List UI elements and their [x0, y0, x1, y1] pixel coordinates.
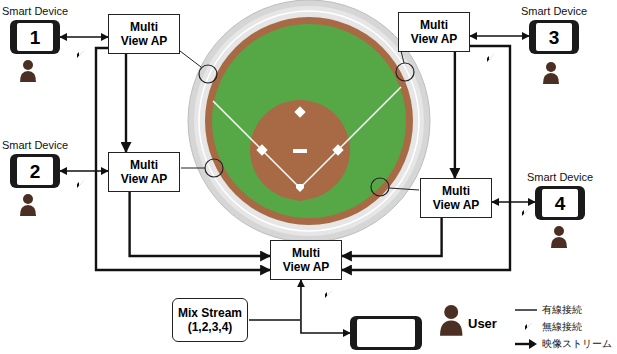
phone-body: 3: [529, 20, 579, 54]
link-arrow: [470, 35, 529, 36]
leader-line: [249, 319, 300, 320]
infield-dirt: [250, 100, 350, 200]
link-arrow: [60, 36, 108, 37]
access-point-box: Multi View AP: [420, 178, 492, 218]
phone-screen: 4: [542, 189, 578, 217]
leader-line: [389, 188, 419, 190]
stream-arrow: [342, 218, 442, 256]
wireless-symbol: [70, 48, 86, 61]
leader-line: [401, 51, 404, 63]
device-label: Smart Device: [519, 4, 589, 18]
link-arrow: [492, 201, 535, 202]
legend-text: 映像ストリーム: [542, 337, 612, 351]
device-label: Smart Device: [0, 4, 70, 18]
legend-item: 映像ストリーム: [514, 337, 612, 351]
leader-line: [180, 51, 201, 67]
ap-location: [371, 178, 389, 196]
device-number: 4: [555, 194, 566, 213]
wireless-symbol: [318, 288, 334, 301]
access-point-box: Multi View AP: [270, 240, 342, 280]
stream-label: Mix Stream (1,2,3,4): [176, 306, 244, 334]
ap-location: [396, 63, 414, 81]
pitcher-plate: [293, 149, 307, 153]
person-icon: [440, 305, 462, 336]
access-point-box: Multi View AP: [108, 14, 180, 54]
device-label: Smart Device: [525, 170, 595, 184]
access-point-box: Multi View AP: [108, 152, 180, 192]
person-icon: [551, 226, 567, 248]
legend-text: 有線接続: [542, 303, 582, 317]
legend-text: 無線接続: [542, 320, 582, 334]
stadium-outer: [188, 0, 430, 242]
link-arrow: [301, 280, 350, 333]
ap-label: Multi View AP: [118, 20, 170, 48]
outfield-grass: [212, 24, 406, 218]
base: [256, 144, 267, 155]
stream-arrow: [96, 48, 270, 270]
base: [332, 144, 343, 155]
person-icon: [543, 62, 559, 84]
stream-arrow: [130, 192, 270, 256]
ap-label: Multi View AP: [430, 184, 482, 212]
wireless-symbol: [70, 178, 86, 191]
wireless-sample: [518, 320, 534, 333]
device-label: Smart Device: [0, 138, 70, 152]
phone-screen: [357, 319, 415, 347]
legend-sample: [514, 303, 538, 317]
foul-line: [213, 87, 401, 188]
stream-arrow: [454, 52, 456, 178]
access-point-box: Multi View AP: [398, 12, 470, 52]
person-icon: [20, 194, 36, 216]
stream-arrow: [125, 54, 127, 152]
ap-location: [205, 159, 223, 177]
stream-sample-head: [529, 339, 537, 349]
device-number: 1: [30, 28, 41, 47]
warning-track: [205, 17, 413, 225]
leader-line: [181, 168, 205, 169]
legend-sample: [514, 337, 538, 351]
stream-sample: [515, 343, 530, 345]
user-label: User: [468, 316, 497, 331]
phone-screen: 3: [536, 23, 572, 51]
phone-body: 4: [535, 186, 585, 220]
stadium-stands: [194, 6, 424, 236]
home-plate: [296, 184, 304, 192]
device-number: 2: [30, 162, 41, 181]
callout-box: Mix Stream (1,2,3,4): [172, 298, 248, 342]
phone-body: 2: [10, 154, 60, 188]
phone-screen: 2: [17, 157, 53, 185]
device-number: 3: [549, 28, 560, 47]
base: [294, 106, 305, 117]
smart-device: Smart Device 3: [519, 4, 589, 54]
stream-arrow: [342, 46, 510, 270]
ap-label: Multi View AP: [408, 18, 460, 46]
smart-device: Smart Device 1: [0, 4, 70, 54]
link-arrow: [60, 170, 108, 171]
legend-item: 無線接続: [514, 320, 582, 334]
legend-sample: [514, 320, 538, 334]
wireless-symbol: [480, 52, 496, 65]
stands-ring: [199, 11, 419, 231]
phone-body: 1: [10, 20, 60, 54]
person-icon: [440, 305, 462, 336]
ap-label: Multi View AP: [280, 246, 332, 274]
phone-screen: 1: [17, 23, 53, 51]
ap-location: [199, 65, 217, 83]
home-dirt: [285, 171, 315, 201]
wire-sample: [515, 309, 537, 310]
person-icon: [20, 60, 36, 82]
ap-label: Multi View AP: [118, 158, 170, 186]
user-device: User: [350, 316, 422, 350]
legend-item: 有線接続: [514, 303, 582, 317]
phone-body: [350, 316, 422, 350]
smart-device: Smart Device 4: [525, 170, 595, 220]
wireless-symbol: [515, 206, 531, 219]
smart-device: Smart Device 2: [0, 138, 70, 188]
